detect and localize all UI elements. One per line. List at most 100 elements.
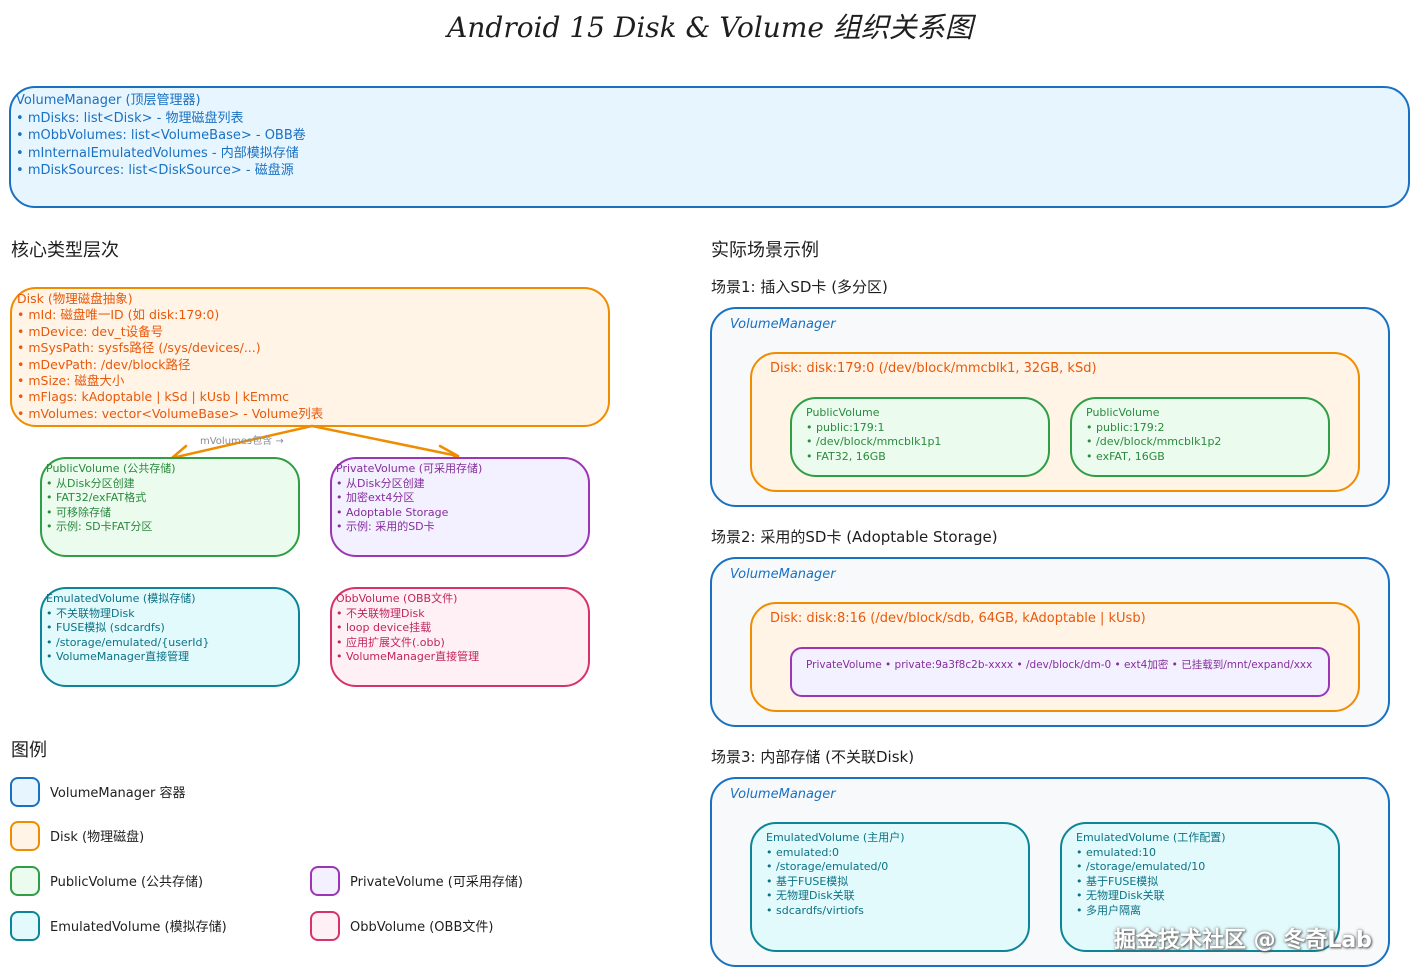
emulated-volume-item: 不关联物理Disk (46, 607, 294, 622)
scene3-emu2-item: 无物理Disk关联 (1076, 889, 1324, 904)
scene3-emu2-item: 多用户隔离 (1076, 904, 1324, 919)
legend-swatch-emulated-volume (10, 911, 40, 941)
disk-field: mVolumes: vector<VolumeBase> - Volume列表 (17, 406, 603, 422)
scene2-disk-label: Disk: disk:8:16 (/dev/block/sdb, 64GB, k… (770, 611, 1146, 626)
scene1-volume-manager-label: VolumeManager (730, 317, 836, 332)
disk-box: Disk (物理磁盘抽象) mId: 磁盘唯一ID (如 disk:179:0)… (10, 287, 610, 427)
scene2-title: 场景2: 采用的SD卡 (Adoptable Storage) (711, 528, 998, 546)
scene1-vol1-item: /dev/block/mmcblk1p1 (806, 435, 1034, 450)
legend-label-disk: Disk (物理磁盘) (50, 830, 145, 845)
scene3-emu1-item: sdcardfs/virtiofs (766, 904, 1014, 919)
emulated-volume-box: EmulatedVolume (模拟存储) 不关联物理Disk FUSE模拟 (… (40, 587, 300, 687)
volume-manager-item: mObbVolumes: list<VolumeBase> - OBB卷 (16, 127, 1403, 145)
obb-volume-item: 应用扩展文件(.obb) (336, 636, 584, 651)
volume-manager-header: VolumeManager (顶层管理器) (16, 93, 201, 108)
scene1-vol2-item: /dev/block/mmcblk1p2 (1086, 435, 1314, 450)
scene1-disk-label: Disk: disk:179:0 (/dev/block/mmcblk1, 32… (770, 361, 1097, 376)
emulated-volume-item: FUSE模拟 (sdcardfs) (46, 621, 294, 636)
disk-header: Disk (物理磁盘抽象) (17, 291, 133, 306)
volume-manager-list: mDisks: list<Disk> - 物理磁盘列表 mObbVolumes:… (16, 110, 1403, 180)
public-volume-box: PublicVolume (公共存储) 从Disk分区创建 FAT32/exFA… (40, 457, 300, 557)
public-volume-item: FAT32/exFAT格式 (46, 491, 294, 506)
scene1-vol2-item: exFAT, 16GB (1086, 450, 1314, 465)
page-title: Android 15 Disk & Volume 组织关系图 (447, 11, 973, 44)
scene3-emu1-header: EmulatedVolume (主用户) (766, 831, 905, 844)
emulated-volume-item: VolumeManager直接管理 (46, 650, 294, 665)
scene3-emu2-header: EmulatedVolume (工作配置) (1076, 831, 1226, 844)
scene1-vol2-header: PublicVolume (1086, 406, 1160, 419)
scene3-emu1-item: emulated:0 (766, 846, 1014, 861)
scene3-emu1-item: 基于FUSE模拟 (766, 875, 1014, 890)
scene2-volume-manager-label: VolumeManager (730, 567, 836, 582)
legend-label-private-volume: PrivateVolume (可采用存储) (350, 875, 523, 890)
scene3-emu2-item: emulated:10 (1076, 846, 1324, 861)
volume-manager-box: VolumeManager (顶层管理器) mDisks: list<Disk>… (9, 86, 1410, 208)
public-volume-header: PublicVolume (公共存储) (46, 462, 176, 475)
volume-manager-item: mDiskSources: list<DiskSource> - 磁盘源 (16, 162, 1403, 180)
scene3-emu2-item: /storage/emulated/10 (1076, 860, 1324, 875)
disk-field: mFlags: kAdoptable | kSd | kUsb | kEmmc (17, 389, 603, 405)
obb-volume-item: loop device挂载 (336, 621, 584, 636)
scene3-emu2-item: 基于FUSE模拟 (1076, 875, 1324, 890)
legend-label-volume-manager: VolumeManager 容器 (50, 786, 186, 801)
public-volume-item: 示例: SD卡FAT分区 (46, 520, 294, 535)
scene2-private-volume-line: PrivateVolume • private:9a3f8c2b-xxxx • … (806, 659, 1313, 671)
private-volume-item: 加密ext4分区 (336, 491, 584, 506)
private-volume-item: 示例: 采用的SD卡 (336, 520, 584, 535)
private-volume-box: PrivateVolume (可采用存储) 从Disk分区创建 加密ext4分区… (330, 457, 590, 557)
legend-label-emulated-volume: EmulatedVolume (模拟存储) (50, 920, 227, 935)
emulated-volume-header: EmulatedVolume (模拟存储) (46, 592, 196, 605)
volume-manager-item: mDisks: list<Disk> - 物理磁盘列表 (16, 110, 1403, 128)
scene1-vol1-item: public:179:1 (806, 421, 1034, 436)
public-volume-list: 从Disk分区创建 FAT32/exFAT格式 可移除存储 示例: SD卡FAT… (46, 477, 294, 535)
scene3-volume-manager-label: VolumeManager (730, 787, 836, 802)
scene1-title: 场景1: 插入SD卡 (多分区) (711, 278, 888, 296)
scene3-emu1-item: 无物理Disk关联 (766, 889, 1014, 904)
public-volume-item: 从Disk分区创建 (46, 477, 294, 492)
arrow-to-private-volume (310, 424, 460, 458)
emulated-volume-list: 不关联物理Disk FUSE模拟 (sdcardfs) /storage/emu… (46, 607, 294, 665)
core-section-title: 核心类型层次 (11, 240, 119, 261)
disk-field: mDevice: dev_t设备号 (17, 324, 603, 340)
volume-manager-item: mInternalEmulatedVolumes - 内部模拟存储 (16, 145, 1403, 163)
legend-swatch-obb-volume (310, 911, 340, 941)
private-volume-list: 从Disk分区创建 加密ext4分区 Adoptable Storage 示例:… (336, 477, 584, 535)
watermark: 掘金技术社区 @ 冬奇Lab (1114, 928, 1372, 953)
scene2-private-volume-box: PrivateVolume • private:9a3f8c2b-xxxx • … (790, 647, 1330, 697)
legend-title: 图例 (11, 740, 47, 761)
scene1-vol1-list: public:179:1 /dev/block/mmcblk1p1 FAT32,… (806, 421, 1034, 465)
disk-fields-list: mId: 磁盘唯一ID (如 disk:179:0) mDevice: dev_… (17, 307, 603, 422)
public-volume-item: 可移除存储 (46, 506, 294, 521)
legend-swatch-disk (10, 821, 40, 851)
scene3-emu2-list: emulated:10 /storage/emulated/10 基于FUSE模… (1076, 846, 1324, 919)
scene1-public-volume-1: PublicVolume public:179:1 /dev/block/mmc… (790, 397, 1050, 477)
scene3-emulated-volume-main: EmulatedVolume (主用户) emulated:0 /storage… (750, 822, 1030, 952)
scene3-title: 场景3: 内部存储 (不关联Disk) (711, 748, 915, 766)
private-volume-item: 从Disk分区创建 (336, 477, 584, 492)
legend-label-public-volume: PublicVolume (公共存储) (50, 875, 204, 890)
arrow-label: mVolumes包含 → (200, 436, 284, 447)
disk-field: mSysPath: sysfs路径 (/sys/devices/...) (17, 340, 603, 356)
legend-swatch-private-volume (310, 866, 340, 896)
legend-swatch-public-volume (10, 866, 40, 896)
scenes-section-title: 实际场景示例 (711, 240, 819, 261)
disk-field: mSize: 磁盘大小 (17, 373, 603, 389)
disk-field: mDevPath: /dev/block路径 (17, 357, 603, 373)
scene3-emu1-item: /storage/emulated/0 (766, 860, 1014, 875)
scene1-vol2-list: public:179:2 /dev/block/mmcblk1p2 exFAT,… (1086, 421, 1314, 465)
scene3-emulated-volume-work: EmulatedVolume (工作配置) emulated:10 /stora… (1060, 822, 1340, 952)
scene3-emu1-list: emulated:0 /storage/emulated/0 基于FUSE模拟 … (766, 846, 1014, 919)
disk-field: mId: 磁盘唯一ID (如 disk:179:0) (17, 307, 603, 323)
obb-volume-header: ObbVolume (OBB文件) (336, 592, 458, 605)
obb-volume-list: 不关联物理Disk loop device挂载 应用扩展文件(.obb) Vol… (336, 607, 584, 665)
legend-swatch-volume-manager (10, 777, 40, 807)
scene1-vol1-header: PublicVolume (806, 406, 880, 419)
emulated-volume-item: /storage/emulated/{userId} (46, 636, 294, 651)
private-volume-item: Adoptable Storage (336, 506, 584, 521)
obb-volume-item: VolumeManager直接管理 (336, 650, 584, 665)
obb-volume-box: ObbVolume (OBB文件) 不关联物理Disk loop device挂… (330, 587, 590, 687)
legend-label-obb-volume: ObbVolume (OBB文件) (350, 920, 494, 935)
scene1-public-volume-2: PublicVolume public:179:2 /dev/block/mmc… (1070, 397, 1330, 477)
scene1-vol1-item: FAT32, 16GB (806, 450, 1034, 465)
obb-volume-item: 不关联物理Disk (336, 607, 584, 622)
